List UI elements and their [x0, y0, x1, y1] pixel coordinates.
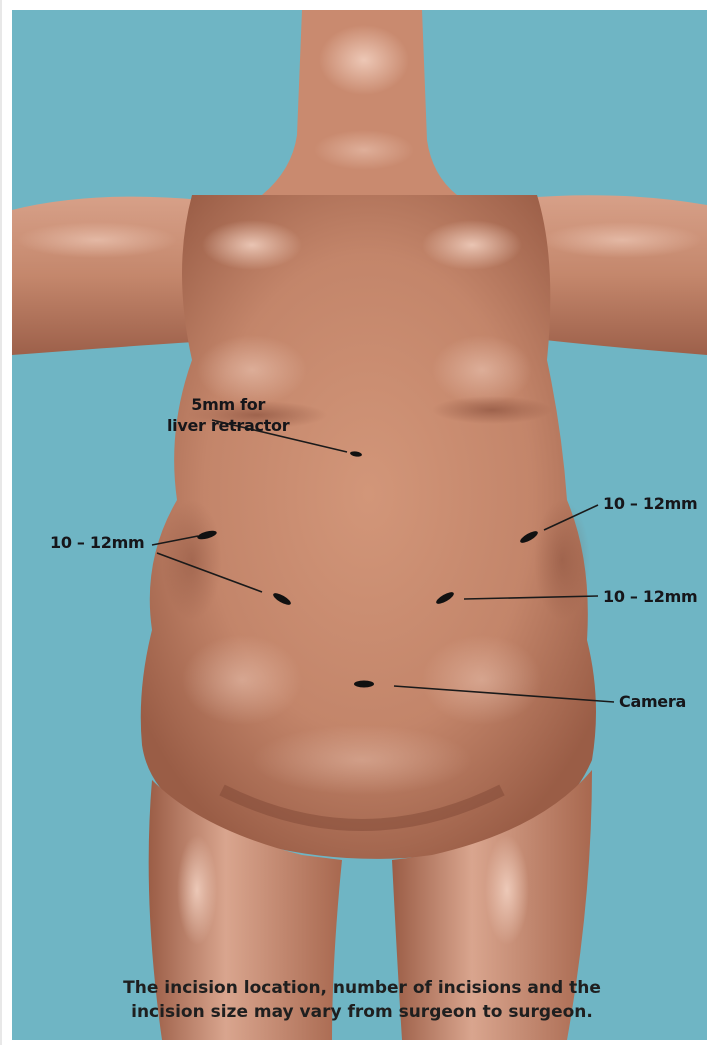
caption-line2: incision size may vary from surgeon to s…: [62, 1000, 662, 1024]
label-right-upper-port: 10 – 12mm: [603, 494, 697, 513]
caption-line1: The incision location, number of incisio…: [62, 976, 662, 1000]
label-liver-retractor: 5mm for liver retractor: [167, 394, 289, 436]
label-right-lower-port: 10 – 12mm: [603, 587, 697, 606]
label-camera: Camera: [619, 692, 686, 711]
label-left-ports: 10 – 12mm: [50, 533, 144, 552]
incision-mark: [354, 681, 374, 688]
caption: The incision location, number of incisio…: [62, 976, 662, 1024]
label-liver-retractor-line1: 5mm for: [167, 394, 289, 415]
label-liver-retractor-line2: liver retractor: [167, 415, 289, 436]
